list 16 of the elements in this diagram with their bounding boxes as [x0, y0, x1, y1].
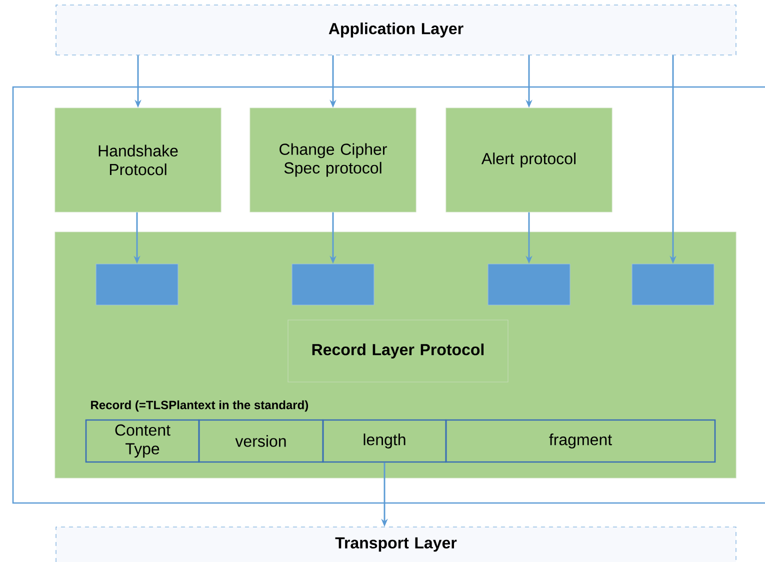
record-field-cell: Content Type: [85, 419, 200, 463]
record-field-cell: version: [198, 419, 324, 463]
protocol-box: Change Cipher Spec protocol: [250, 108, 416, 212]
buffer-box: [292, 264, 374, 306]
record-caption: Record (=TLSPlantext in the standard): [91, 400, 308, 412]
buffer-box: [96, 264, 178, 306]
record-field-cell: fragment: [445, 419, 716, 463]
buffer-box: [488, 264, 570, 306]
container-box: [12, 86, 765, 504]
protocol-box: Alert protocol: [446, 108, 612, 212]
protocol-box: Handshake Protocol: [54, 108, 222, 212]
layer-box: Application Layer: [56, 4, 736, 56]
layer-box: Transport Layer: [56, 526, 736, 562]
record-layer-box: Record Layer Protocol: [288, 320, 508, 382]
record-field-cell: length: [322, 419, 447, 463]
buffer-box: [632, 264, 714, 306]
